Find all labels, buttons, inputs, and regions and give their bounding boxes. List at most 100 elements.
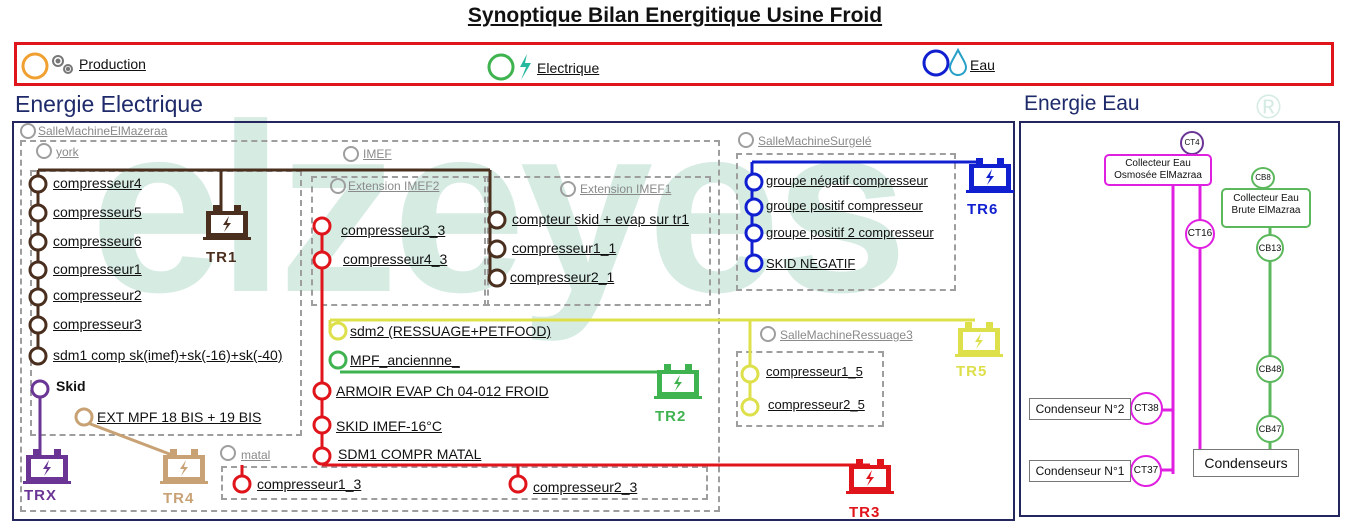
cb13-node: CB13 bbox=[1256, 234, 1284, 262]
production-circle-icon bbox=[21, 52, 49, 80]
label-extension-imef1: Extension IMEF1 bbox=[580, 182, 672, 196]
collecteur-brute-line1: Collecteur Eau bbox=[1233, 193, 1299, 204]
label-york: york bbox=[56, 145, 79, 159]
transformer-tr5-icon bbox=[955, 322, 1003, 357]
mpf-node bbox=[328, 350, 348, 370]
york-node-label: compresseur6 bbox=[53, 233, 142, 249]
watermark: elzeyes bbox=[90, 74, 908, 342]
transformer-tr2-icon bbox=[654, 364, 702, 399]
matal-node-label: compresseur2_3 bbox=[533, 479, 638, 495]
mpf-label: MPF_anciennne_ bbox=[350, 352, 460, 368]
cb47-label: CB47 bbox=[1258, 424, 1282, 434]
transformer-tr6-icon bbox=[966, 158, 1014, 193]
surgele-node-label: SKID NEGATIF bbox=[766, 256, 856, 271]
ct16-node: CT16 bbox=[1185, 219, 1215, 249]
gears-icon bbox=[52, 55, 73, 74]
tr4-label: TR4 bbox=[163, 490, 195, 507]
collecteur-osmose-line1: Collecteur Eau bbox=[1125, 158, 1191, 169]
ressuage-node-label: compresseur2_5 bbox=[768, 397, 865, 412]
transformer-trx-icon bbox=[23, 449, 71, 484]
ct4-node: CT4 bbox=[1180, 131, 1204, 155]
cb13-label: CB13 bbox=[1258, 243, 1282, 253]
ct37-label: CT37 bbox=[1133, 465, 1159, 476]
cb48-node: CB48 bbox=[1256, 355, 1284, 383]
ct38-node: CT38 bbox=[1130, 392, 1163, 425]
label-salle-machine-ressuage3: SalleMachineRessuage3 bbox=[780, 328, 913, 342]
ext-node bbox=[74, 407, 94, 427]
label-matal: matal bbox=[241, 448, 271, 462]
sdm2-label: sdm2 (RESSUAGE+PETFOOD) bbox=[350, 323, 552, 339]
imef1-node-label: compresseur2_1 bbox=[510, 269, 615, 285]
group-salle-machine-elmazeraa bbox=[20, 140, 720, 512]
surgele-node-label: groupe négatif compresseur bbox=[766, 173, 928, 188]
legend-eau: Eau bbox=[970, 57, 995, 73]
york-node-label: sdm1 comp sk(imef)+sk(-16)+sk(-40) bbox=[53, 347, 283, 363]
tr3-node-label: SDM1 COMPR MATAL bbox=[338, 446, 482, 462]
tr2-label: TR2 bbox=[655, 408, 687, 425]
electric-panel bbox=[12, 121, 1015, 521]
water-circle-icon bbox=[922, 49, 950, 77]
legend-production: Production bbox=[79, 56, 146, 72]
skid-label: Skid bbox=[56, 378, 86, 394]
section-title-water: Energie Eau bbox=[1024, 92, 1140, 115]
condenseur-1-box: Condenseur N°1 bbox=[1029, 460, 1131, 482]
group-markers bbox=[20, 123, 776, 461]
ext-mpf-label: EXT MPF 18 BIS + 19 BIS bbox=[97, 409, 262, 425]
tr3-label: TR3 bbox=[849, 504, 881, 521]
skid-node bbox=[30, 379, 50, 399]
ct16-label: CT16 bbox=[1187, 228, 1213, 239]
collecteur-brute-box: Collecteur Eau Brute ElMazraa bbox=[1221, 188, 1311, 228]
water-panel bbox=[1019, 121, 1340, 517]
section-title-electric: Energie Electrique bbox=[15, 91, 203, 117]
ressuage-nodes bbox=[328, 321, 760, 417]
imef1-node-label: compteur skid + evap sur tr1 bbox=[512, 211, 690, 227]
york-node-label: compresseur4 bbox=[53, 175, 142, 191]
label-salle-machine-elmazeraa: SalleMachineElMazeraa bbox=[38, 124, 168, 138]
york-node-label: compresseur5 bbox=[53, 204, 142, 220]
cb48-label: CB48 bbox=[1258, 364, 1282, 374]
ext-line bbox=[79, 418, 181, 460]
matal-node-label: compresseur1_3 bbox=[257, 476, 362, 492]
transformer-tr3-icon bbox=[846, 459, 894, 494]
group-matal bbox=[221, 466, 708, 500]
york-node-label: compresseur3 bbox=[53, 316, 142, 332]
trx-label: TRX bbox=[24, 487, 57, 504]
york-nodes bbox=[28, 174, 507, 366]
transformer-tr1-icon bbox=[203, 205, 251, 240]
legend-electrique: Electrique bbox=[537, 60, 600, 76]
tr5-label: TR5 bbox=[956, 363, 988, 380]
group-salle-machine-ressuage3 bbox=[736, 351, 884, 427]
registered-mark: ® bbox=[1256, 88, 1282, 126]
label-extension-imef2: Extension IMEF2 bbox=[348, 179, 440, 193]
legend-bar bbox=[14, 42, 1334, 86]
ct37-node: CT37 bbox=[1130, 455, 1162, 487]
surgele-nodes bbox=[744, 172, 764, 273]
york-node-label: compresseur2 bbox=[53, 287, 142, 303]
lightning-icon bbox=[520, 54, 531, 80]
surgele-node-label: groupe positif compresseur bbox=[766, 198, 923, 213]
collecteur-osmose-line2: Osmosée ElMazraa bbox=[1114, 170, 1202, 181]
condenseur-2-box: Condenseur N°2 bbox=[1029, 398, 1131, 420]
label-imef: IMEF bbox=[363, 147, 392, 161]
ressuage-node-label: compresseur1_5 bbox=[766, 364, 863, 379]
imef2-node-label: compresseur4_3 bbox=[343, 251, 448, 267]
label-salle-machine-surgele: SalleMachineSurgelé bbox=[758, 134, 872, 148]
transformer-tr4-icon bbox=[160, 449, 208, 484]
ct38-label: CT38 bbox=[1134, 403, 1159, 414]
tr3-node-label: ARMOIR EVAP Ch 04-012 FROID bbox=[336, 383, 549, 399]
legend-icons bbox=[21, 47, 968, 81]
imef1-node-label: compresseur1_1 bbox=[512, 240, 617, 256]
group-extension-imef2 bbox=[311, 176, 489, 306]
condenseurs-box: Condenseurs bbox=[1193, 449, 1299, 477]
drop-icon bbox=[948, 47, 968, 77]
collecteur-brute-line2: Brute ElMazraa bbox=[1231, 205, 1301, 216]
tr6-label: TR6 bbox=[967, 201, 999, 218]
collecteur-osmose-box: Collecteur Eau Osmosée ElMazraa bbox=[1104, 154, 1212, 186]
surgele-node-label: groupe positif 2 compresseur bbox=[766, 225, 934, 240]
tr1-label: TR1 bbox=[206, 249, 238, 266]
electric-circle-icon bbox=[487, 53, 515, 81]
cb8-label: CB8 bbox=[1255, 173, 1271, 182]
tr3-nodes bbox=[232, 216, 528, 494]
imef2-node-label: compresseur3_3 bbox=[341, 222, 446, 238]
